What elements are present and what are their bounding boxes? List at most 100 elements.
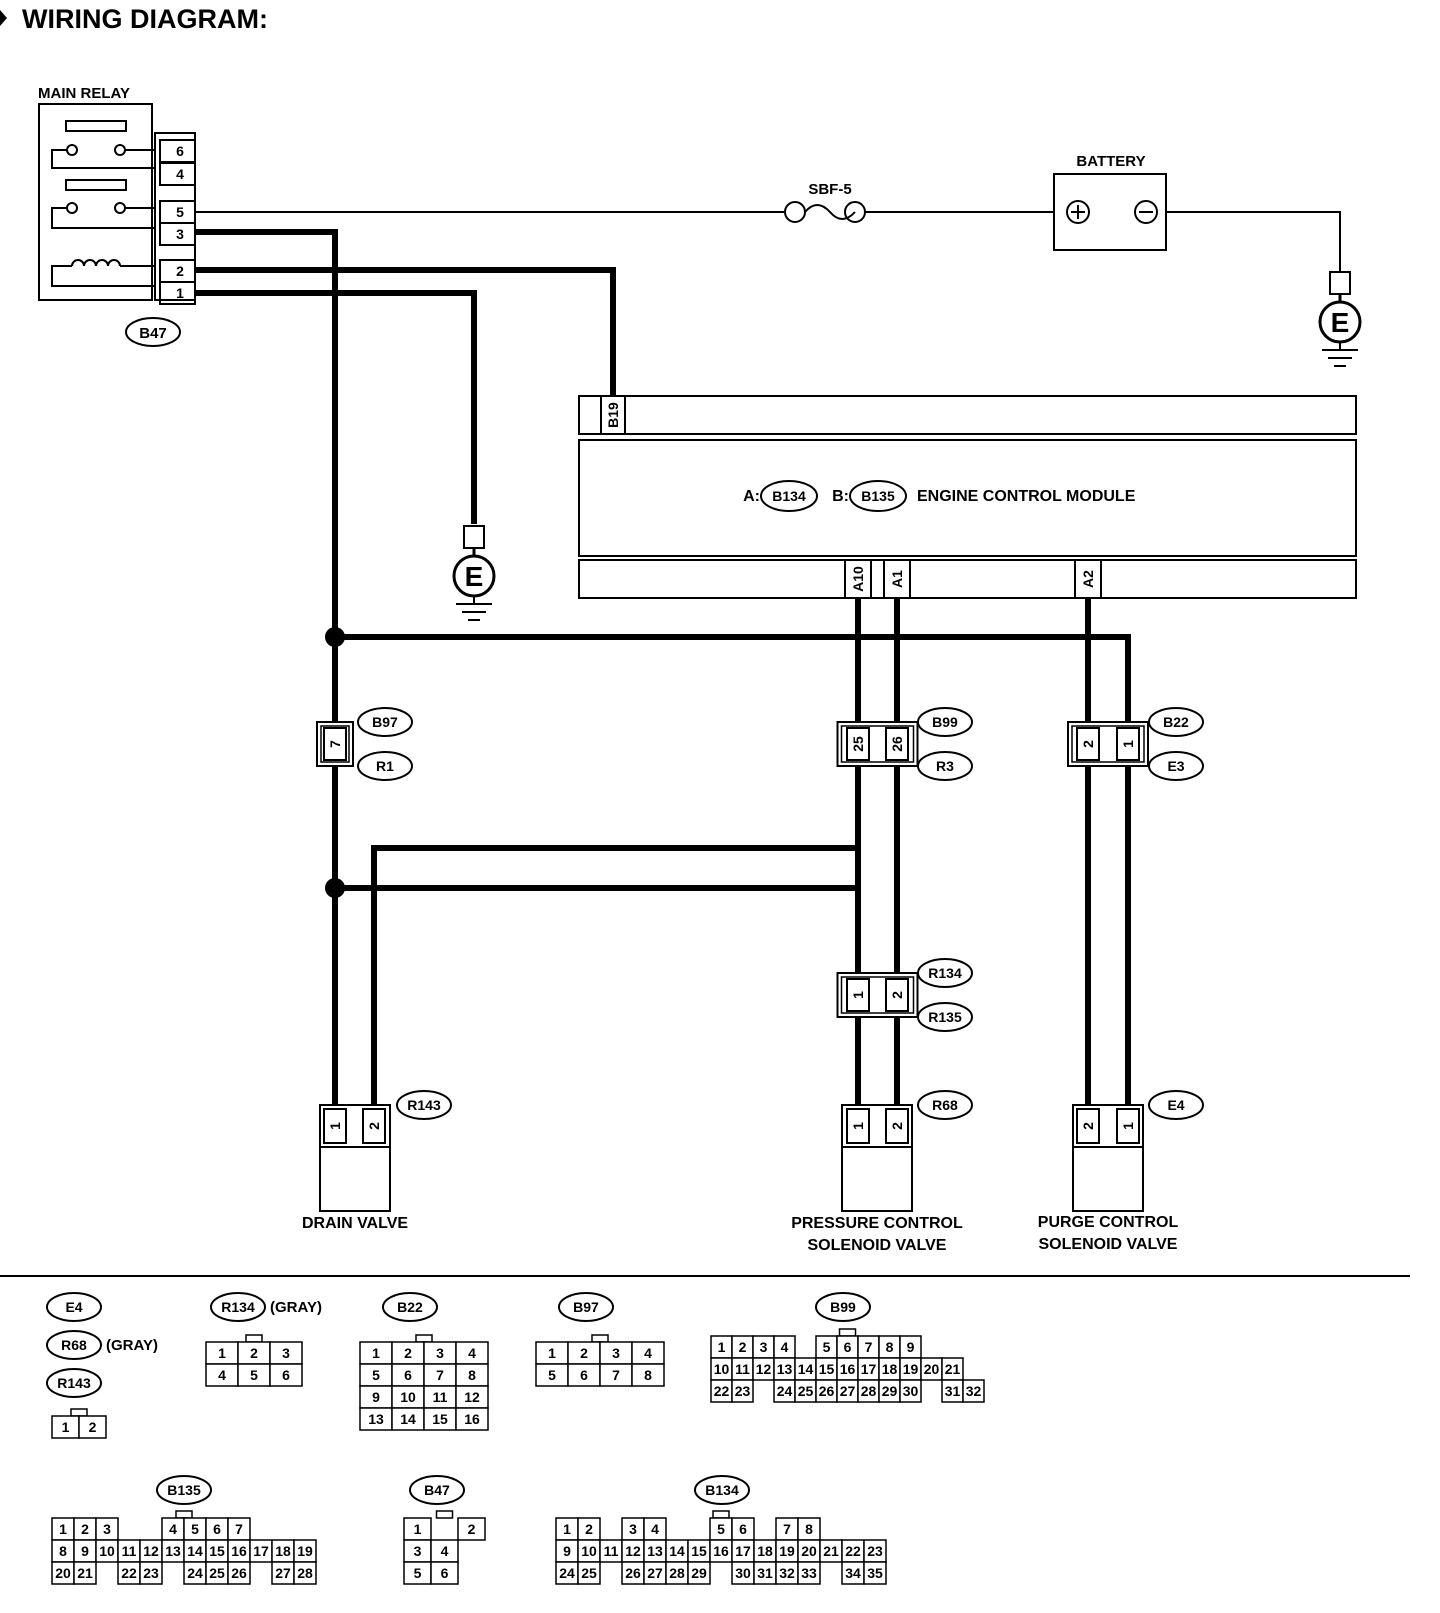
connector-pin-18: 18 bbox=[757, 1543, 773, 1559]
connector-pin-5: 5 bbox=[717, 1521, 725, 1537]
junction-pin: 2 bbox=[1080, 740, 1096, 748]
ecm-b19-pin-box bbox=[600, 395, 626, 435]
connector-pin-25: 25 bbox=[798, 1383, 814, 1399]
connector-pin-2: 2 bbox=[250, 1345, 258, 1361]
wire-drain-pin2 bbox=[371, 845, 858, 1112]
connector-pin-3: 3 bbox=[436, 1345, 444, 1361]
valve-pin-box bbox=[362, 1108, 386, 1144]
connector-view-tag-b47-label: B47 bbox=[424, 1482, 450, 1498]
connector-view-tag-e4-label: E4 bbox=[65, 1299, 82, 1315]
connector-pin-28: 28 bbox=[669, 1565, 685, 1581]
valve-body bbox=[841, 1146, 913, 1212]
connector-pin-6: 6 bbox=[213, 1521, 221, 1537]
valve-body bbox=[1072, 1146, 1144, 1212]
connector-view-tag-b134-oval bbox=[694, 1475, 750, 1505]
main-relay-label: MAIN RELAY bbox=[38, 85, 130, 102]
connector-view-tag-b22-label: B22 bbox=[397, 1299, 423, 1315]
connector-pin-29: 29 bbox=[691, 1565, 707, 1581]
fuse-sbf5: SBF-5 bbox=[784, 181, 866, 223]
connector-pin-33: 33 bbox=[801, 1565, 817, 1581]
connector-pin-11: 11 bbox=[604, 1543, 619, 1559]
connector-pin-5: 5 bbox=[250, 1367, 258, 1383]
connector-pin-22: 22 bbox=[121, 1565, 137, 1581]
main-relay-coil-icon bbox=[51, 259, 155, 287]
junction-b99-label: B99 bbox=[932, 714, 958, 730]
valve-pin-box bbox=[1076, 1108, 1100, 1144]
connector-latch-icon bbox=[70, 1408, 88, 1417]
main-relay-body bbox=[38, 103, 153, 301]
junction-e3-label: E3 bbox=[1167, 758, 1184, 774]
connector-cell bbox=[962, 1379, 985, 1403]
ecm-pin-box bbox=[883, 559, 911, 599]
junction-pin-box bbox=[1076, 727, 1100, 761]
connector-latch-icon bbox=[712, 1510, 730, 1519]
valve-pin-box bbox=[885, 1108, 909, 1144]
connector-pin-9: 9 bbox=[81, 1543, 89, 1559]
junction-r1-oval bbox=[357, 751, 413, 781]
connector-pin-19: 19 bbox=[903, 1361, 919, 1377]
connector-pin-3: 3 bbox=[282, 1345, 290, 1361]
junction-pin: 26 bbox=[889, 736, 905, 752]
connector-pin-22: 22 bbox=[845, 1543, 861, 1559]
connector-pin-3: 3 bbox=[414, 1543, 422, 1559]
valve-pin-box bbox=[846, 1108, 870, 1144]
connector-latch-icon bbox=[175, 1510, 193, 1519]
junction-r134-label: R134 bbox=[928, 965, 962, 981]
connector-pin-4: 4 bbox=[169, 1521, 177, 1537]
valve-pin: 2 bbox=[366, 1122, 382, 1130]
connector-pin-12: 12 bbox=[756, 1361, 772, 1377]
splice-dot-1 bbox=[325, 627, 345, 647]
connector-pin-27: 27 bbox=[840, 1383, 856, 1399]
connector-pin-4: 4 bbox=[218, 1367, 226, 1383]
valve-pin: 2 bbox=[1080, 1122, 1096, 1130]
connector-pin-10: 10 bbox=[714, 1361, 730, 1377]
connector-pin-11: 11 bbox=[433, 1389, 448, 1405]
connector-pin-12: 12 bbox=[625, 1543, 641, 1559]
battery: BATTERY bbox=[1053, 153, 1167, 251]
connector-pin-28: 28 bbox=[861, 1383, 877, 1399]
valve-label: SOLENOID VALVE bbox=[1039, 1236, 1178, 1253]
connector-pin-26: 26 bbox=[625, 1565, 641, 1581]
junction-pin: 7 bbox=[327, 740, 343, 748]
title-bullet-icon bbox=[0, 10, 7, 26]
valve-label: SOLENOID VALVE bbox=[808, 1237, 947, 1254]
connector-pin-30: 30 bbox=[735, 1565, 751, 1581]
connector-pin-19: 19 bbox=[779, 1543, 795, 1559]
ecm-pin-a10: A10 bbox=[850, 566, 866, 592]
connector-pin-1: 1 bbox=[718, 1339, 726, 1355]
connector-pin-6: 6 bbox=[739, 1521, 747, 1537]
connector-pin-3: 3 bbox=[760, 1339, 768, 1355]
valve-pin-box bbox=[1116, 1108, 1140, 1144]
valve-connector-r143-label: R143 bbox=[407, 1097, 441, 1113]
relay-pin-6: 6 bbox=[176, 143, 184, 159]
connector-view-tag-r143-label: R143 bbox=[57, 1375, 91, 1391]
connector-view-tag-r134-oval bbox=[210, 1292, 266, 1322]
valve-body bbox=[319, 1146, 391, 1212]
connector-cell bbox=[455, 1407, 489, 1431]
b47-connector-tag: B47 bbox=[125, 317, 181, 347]
connector-cell bbox=[457, 1517, 486, 1541]
connector-pin-7: 7 bbox=[865, 1339, 873, 1355]
connector-pin-5: 5 bbox=[823, 1339, 831, 1355]
connector-pin-9: 9 bbox=[907, 1339, 915, 1355]
connector-cell bbox=[577, 1561, 601, 1585]
valve-connector-r68-oval bbox=[917, 1090, 973, 1120]
connector-pin-28: 28 bbox=[297, 1565, 313, 1581]
connector-pin-3: 3 bbox=[612, 1345, 620, 1361]
connector-pin-17: 17 bbox=[253, 1543, 269, 1559]
connector-latch-icon bbox=[415, 1334, 433, 1343]
connector-cell bbox=[631, 1363, 665, 1387]
ecm-pin-box bbox=[1074, 559, 1102, 599]
junction-pin-box bbox=[1116, 727, 1140, 761]
ground-icon: E bbox=[452, 525, 496, 621]
connector-view-tag-b135-oval bbox=[156, 1475, 212, 1505]
connector-view-tag-b134-label: B134 bbox=[705, 1482, 739, 1498]
